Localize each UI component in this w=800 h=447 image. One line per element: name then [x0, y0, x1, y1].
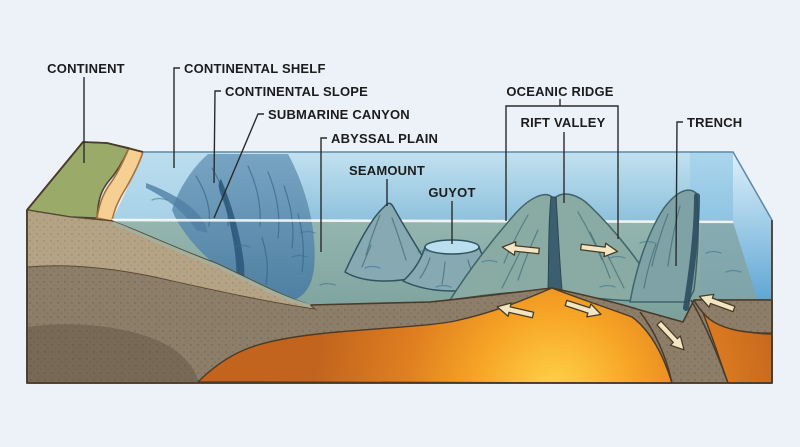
label-rift-valley: RIFT VALLEY [520, 115, 605, 130]
labels: CONTINENT CONTINENTAL SHELF CONTINENTAL … [47, 61, 742, 200]
shelf-sediment-band [112, 221, 311, 308]
trench-leader [675, 121, 683, 267]
oceanic-ridge-bracket [505, 105, 619, 239]
label-submarine-canyon: SUBMARINE CANYON [268, 107, 410, 122]
overriding-plate [693, 299, 773, 334]
continental-slope-leader [213, 90, 221, 184]
subducting-slab-edge-right [690, 299, 729, 384]
water-back-edge [143, 151, 773, 221]
label-continental-shelf: CONTINENTAL SHELF [184, 61, 326, 76]
continental-crust [26, 209, 317, 310]
label-abyssal-plain: ABYSSAL PLAIN [331, 131, 438, 146]
label-oceanic-ridge: OCEANIC RIDGE [506, 84, 613, 99]
wave-marks [151, 197, 742, 288]
submarine-canyon-leader [213, 113, 264, 219]
label-continent: CONTINENT [47, 61, 125, 76]
trench-wall-shape [629, 189, 700, 311]
label-seamount: SEAMOUNT [349, 163, 425, 178]
subducting-slab-edge-left [639, 311, 673, 384]
seamount-shape [344, 202, 433, 282]
label-continental-slope: CONTINENTAL SLOPE [225, 84, 368, 99]
magma-plume [197, 287, 673, 384]
continental-shelf-leader [173, 67, 180, 168]
water-block-right-face [733, 153, 772, 301]
block-outline [26, 141, 773, 384]
trench-groove [683, 193, 700, 311]
label-trench: TRENCH [687, 115, 742, 130]
label-guyot: GUYOT [428, 185, 475, 200]
continental-slope-water [172, 154, 315, 301]
deep-crust-layer [27, 324, 199, 383]
leader-lines [83, 67, 683, 267]
abyssal-plain-leader [320, 137, 327, 252]
